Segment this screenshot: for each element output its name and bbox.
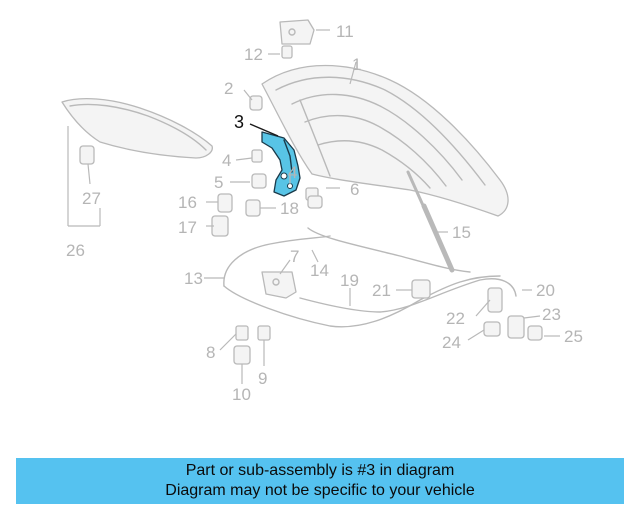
callout-13: 13	[184, 269, 203, 288]
callout-27: 27	[82, 189, 101, 208]
callout-22: 22	[446, 309, 465, 328]
banner-line-2: Diagram may not be specific to your vehi…	[165, 482, 475, 499]
callout-25: 25	[564, 327, 583, 346]
callout-leaders	[67, 29, 560, 384]
callout-3-highlighted: 3	[234, 112, 244, 132]
callout-19: 19	[340, 271, 359, 290]
callout-4-left: 4	[222, 151, 231, 170]
info-banner: Part or sub-assembly is #3 in diagram Di…	[16, 458, 624, 504]
callout-16: 16	[178, 193, 197, 212]
parts-diagram: 11 12 1 2 3 4 4 5 6 16 18 17 15 7 14 13 …	[61, 19, 583, 404]
top-bracket	[279, 19, 315, 45]
callout-26: 26	[66, 241, 85, 260]
callout-2: 2	[224, 79, 233, 98]
callout-18: 18	[280, 199, 299, 218]
callout-21: 21	[372, 281, 391, 300]
hood-latch	[261, 271, 297, 299]
callout-9: 9	[258, 369, 267, 388]
callout-17: 17	[178, 218, 197, 237]
callout-numbers: 11 12 1 2 3 4 4 5 6 16 18 17 15 7 14 13 …	[66, 22, 583, 404]
hood-support-strut	[406, 170, 455, 273]
callout-5: 5	[214, 173, 223, 192]
callout-1: 1	[352, 55, 361, 74]
callout-11: 11	[336, 22, 354, 41]
callout-10: 10	[232, 385, 251, 404]
callout-24: 24	[442, 333, 461, 352]
callout-20: 20	[536, 281, 555, 300]
release-cables	[223, 227, 517, 328]
hood-insulator	[61, 98, 213, 159]
callout-15: 15	[452, 223, 471, 242]
hood-panel	[261, 64, 509, 217]
callout-23: 23	[542, 305, 561, 324]
callout-6: 6	[350, 180, 359, 199]
banner-line-1: Part or sub-assembly is #3 in diagram	[185, 462, 455, 479]
callout-12: 12	[244, 45, 263, 64]
callout-14: 14	[310, 261, 329, 280]
callout-4-right: 4	[288, 163, 297, 182]
callout-7: 7	[290, 247, 299, 266]
callout-8: 8	[206, 343, 215, 362]
